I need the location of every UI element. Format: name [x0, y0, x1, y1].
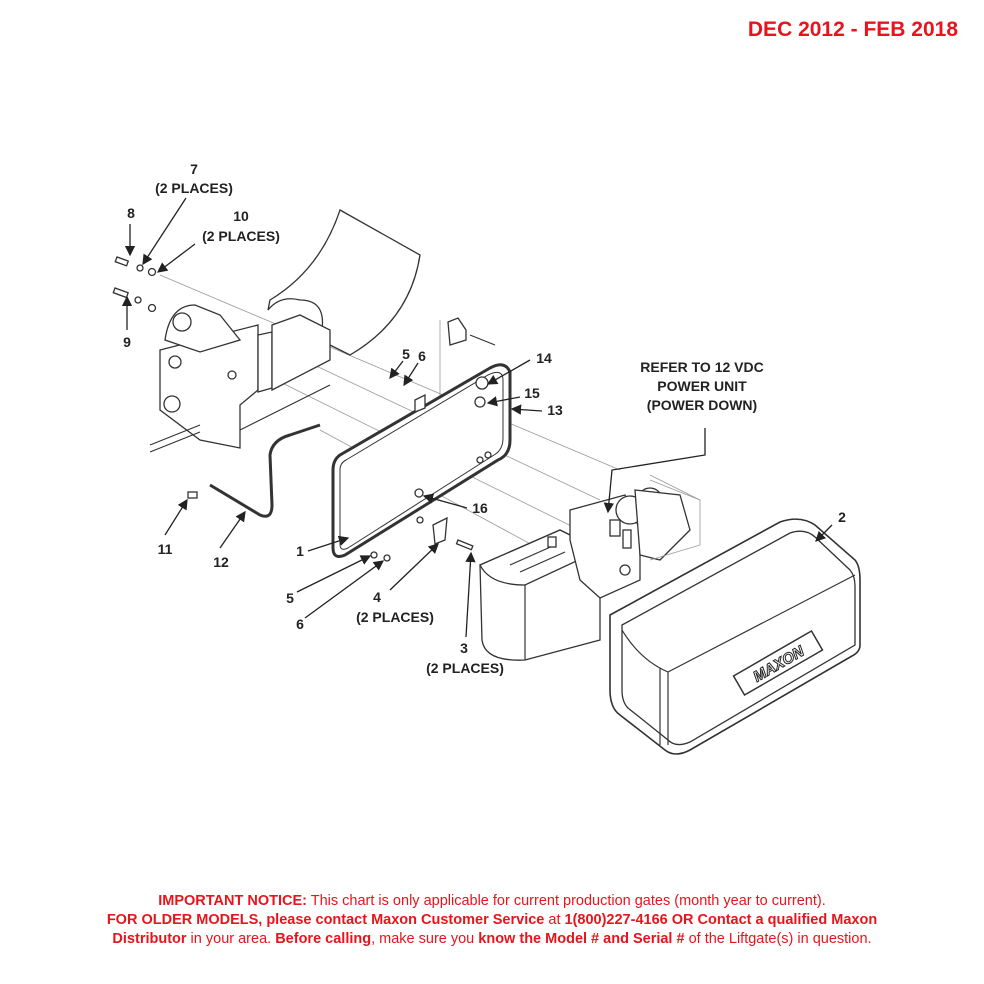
- notice-text: , make sure you: [371, 931, 479, 947]
- callout-16: 16: [472, 500, 488, 516]
- notice-text: in your area.: [186, 931, 276, 947]
- notice-line-3: Distributor in your area. Before calling…: [0, 930, 984, 949]
- notice-older-models: FOR OLDER MODELS, please contact Maxon C…: [106, 912, 545, 928]
- callout-8: 8: [127, 205, 135, 221]
- callout-12: 12: [213, 554, 229, 570]
- pump-motor: [569, 474, 701, 599]
- notice-phone: 1(800)227-4166 OR Contact a qualified Ma…: [564, 912, 878, 928]
- fitting: [187, 491, 198, 499]
- callout-4-note: (2 PLACES): [356, 609, 434, 625]
- mounting-bracket: [149, 304, 331, 453]
- callout-15: 15: [524, 385, 540, 401]
- notice-line-2: FOR OLDER MODELS, please contact Maxon C…: [0, 911, 984, 930]
- callout-3-note: (2 PLACES): [426, 660, 504, 676]
- refer-note-line3: (POWER DOWN): [647, 397, 757, 413]
- refer-note-line2: POWER UNIT: [657, 378, 747, 394]
- callout-9: 9: [123, 334, 131, 350]
- hardware-top-left: [112, 256, 157, 313]
- pump-cover: MAXON: [609, 518, 861, 755]
- callout-5-bottom: 5: [286, 590, 294, 606]
- oil-reservoir: [479, 529, 602, 661]
- notice-text: This chart is only applicable for curren…: [306, 893, 826, 909]
- callout-3: 3: [460, 640, 468, 656]
- notice-before-calling: Before calling: [275, 931, 372, 947]
- date-range-header: DEC 2012 - FEB 2018: [747, 18, 958, 41]
- callout-14: 14: [536, 350, 552, 366]
- callout-6-top: 6: [418, 348, 426, 364]
- callout-6-bottom: 6: [296, 616, 304, 632]
- hydraulic-hose: [209, 423, 321, 518]
- maxon-logo-badge: [732, 629, 824, 697]
- notice-heading: IMPORTANT NOTICE:: [158, 893, 307, 909]
- refer-note-line1: REFER TO 12 VDC: [640, 359, 763, 375]
- notice-distributor: Distributor: [112, 931, 187, 947]
- callout-7-note: (2 PLACES): [155, 180, 233, 196]
- callout-5-top: 5: [402, 346, 410, 362]
- hardware-bottom: [370, 516, 474, 562]
- callout-11: 11: [158, 541, 173, 557]
- callout-labels: 7 (2 PLACES) 8 10 (2 PLACES) 9 5 6 14 15…: [123, 161, 846, 676]
- callout-4: 4: [373, 589, 381, 605]
- notice-model-serial: know the Model # and Serial #: [478, 931, 685, 947]
- callout-10-note: (2 PLACES): [202, 228, 280, 244]
- notice-line-1: IMPORTANT NOTICE: This chart is only app…: [0, 892, 984, 911]
- leader-arrows: [121, 197, 833, 638]
- callout-13: 13: [547, 402, 563, 418]
- callout-1: 1: [296, 543, 304, 559]
- callout-7: 7: [190, 161, 198, 177]
- notice-text: of the Liftgate(s) in question.: [684, 931, 872, 947]
- notice-text: at: [544, 912, 565, 928]
- mounting-plate: [331, 317, 512, 558]
- shield-plate: [267, 209, 421, 356]
- callout-2: 2: [838, 509, 846, 525]
- callout-10: 10: [233, 208, 249, 224]
- important-notice: IMPORTANT NOTICE: This chart is only app…: [0, 892, 984, 949]
